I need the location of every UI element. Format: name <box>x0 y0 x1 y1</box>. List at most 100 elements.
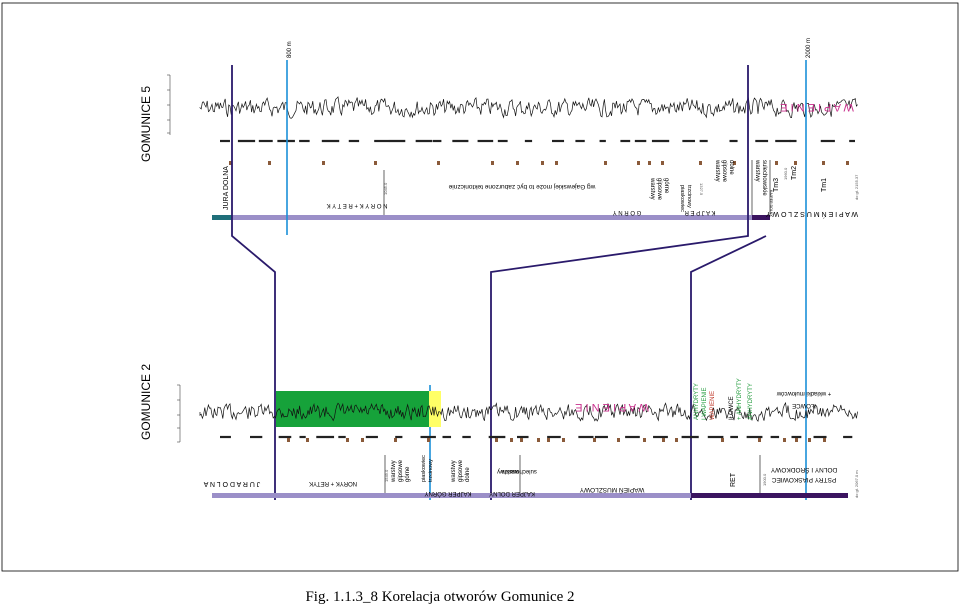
svg-text:warstwy: warstwy <box>391 460 397 483</box>
sample-marker <box>775 161 778 165</box>
sample-marker <box>617 438 620 442</box>
label-jura-dolna-bottom: J U R A D O L N A <box>203 480 260 487</box>
sample-marker <box>604 161 607 165</box>
sample-marker <box>537 438 540 442</box>
sample-marker <box>675 438 678 442</box>
purple-line-3 <box>690 235 767 500</box>
svg-text:trzcinowy: trzcinowy <box>686 185 692 208</box>
label-kajper-gorny-bottom: KAJPER GÓRNY <box>424 490 471 497</box>
svg-text:piaskowiec: piaskowiec <box>421 455 427 482</box>
sample-marker <box>229 161 232 165</box>
depth-label-bottom-2: 1900.0 <box>762 473 767 486</box>
label-ret: RET <box>730 472 737 487</box>
sample-marker <box>794 161 797 165</box>
strat-bar-bottom-purple <box>691 493 848 498</box>
depth-label-bottom-1: 1549.0 <box>384 469 389 482</box>
diagram-frame <box>1 2 959 572</box>
sample-markers-top <box>229 161 849 165</box>
sample-marker <box>510 438 513 442</box>
label-warstwy-sulechowskie-top: warstwy sulechowskie <box>754 159 767 196</box>
sample-marker <box>795 438 798 442</box>
label-warstwy-sulechowskie-bottom: warstwy sulechowskie <box>497 468 537 474</box>
note-tectonic: wg Gajewskiej może to być zaburzone tekt… <box>448 183 596 190</box>
label-warstwy-gipsowe-gorne-top: warstwy gipsowe górne <box>649 177 669 201</box>
svg-text:+ ANHYDRYTY: + ANHYDRYTY <box>737 378 743 420</box>
sample-marker <box>648 161 651 165</box>
sample-marker <box>541 161 544 165</box>
label-tm1: Tm1 <box>821 178 828 192</box>
svg-text:PSTRY PIASKOWIEC: PSTRY PIASKOWIEC <box>771 476 836 483</box>
sample-marker <box>306 438 309 442</box>
svg-text:IŁOWCE: IŁOWCE <box>729 396 735 420</box>
label-tm3: Tm3 <box>773 178 780 192</box>
sample-marker <box>427 438 430 442</box>
svg-text:IŁOWCE: IŁOWCE <box>792 402 816 408</box>
sample-marker <box>322 161 325 165</box>
sample-marker <box>374 161 377 165</box>
svg-text:warstwy: warstwy <box>649 177 655 200</box>
marker-2000: 2000 m <box>806 38 812 58</box>
sample-marker <box>733 161 736 165</box>
sample-marker <box>721 438 724 442</box>
label-ilowce-mulowce: IŁOWCE + wkładki mułowców <box>776 390 831 408</box>
label-wapien-muszlowy-top: W A P I E Ń M U S Z L O W Y <box>766 210 858 219</box>
sample-marker <box>346 438 349 442</box>
sample-marker <box>555 161 558 165</box>
label-kajper-dolny-bottom: KAJPER DOLNY <box>489 490 535 496</box>
blue-line-800-diag <box>287 235 430 385</box>
gamma-log-bottom <box>199 401 858 423</box>
label-piaskowiec-trzcinowy-top: piaskowiec trzcinowy <box>679 185 692 212</box>
sample-marker <box>699 161 702 165</box>
label-kajper-top: K A J P E R <box>684 209 716 215</box>
label-pstry-piaskowiec: PSTRY PIASKOWIEC DOLNY I ŚRODKOWY <box>770 466 837 483</box>
sample-marker <box>808 438 811 442</box>
sample-marker <box>661 161 664 165</box>
sample-marker <box>437 161 440 165</box>
label-wapienie-bottom: W A P I E N I E <box>575 401 649 413</box>
well-gomunice-2: GOMUNICE 2 J U R A D O L N A NORYK + RET… <box>139 364 859 498</box>
svg-text:I WAPIENIE: I WAPIENIE <box>702 388 708 420</box>
well-gomunice-5: GOMUNICE 5 JURA DOLNA N O R Y K + R E T … <box>139 74 859 220</box>
sample-marker <box>637 161 640 165</box>
strat-bar-bottom-lavender <box>212 493 691 498</box>
bottom-depth-top: do gł. 2155.37 <box>854 174 859 200</box>
label-wapienie-top: W A P I E N I E <box>780 101 854 113</box>
label-jura-dolna-top: JURA DOLNA <box>223 166 230 210</box>
sample-marker <box>491 161 494 165</box>
svg-text:gipsowe: gipsowe <box>458 459 464 482</box>
correlation-lines: 800 m 2000 m <box>231 38 812 500</box>
well-name-top: GOMUNICE 5 <box>139 86 153 162</box>
svg-text:warstwy: warstwy <box>714 159 720 182</box>
depth-label-top-1: 1045.0 <box>383 182 388 195</box>
label-noryk-retyk-bottom: NORYK + RETYK <box>309 480 357 486</box>
purple-line-1 <box>231 65 276 500</box>
sample-marker <box>822 161 825 165</box>
sample-markers-bottom <box>287 438 826 442</box>
label-warstwy-gipsowe-dolne-top: warstwy gipsowe dolne <box>714 159 734 183</box>
label-warstwy-gipsowe-dolne-bottom: warstwy gipsowe dolne <box>451 459 471 483</box>
sample-marker <box>662 438 665 442</box>
purple-line-2 <box>490 65 749 500</box>
label-ilowce-anhydryty: IŁOWCE + ANHYDRYTY <box>729 378 743 420</box>
sample-marker <box>547 438 550 442</box>
sample-marker <box>846 161 849 165</box>
strat-bar-top-lavender <box>232 215 752 220</box>
gamma-log-top <box>199 96 858 119</box>
svg-text:+ wkładki mułowców: + wkładki mułowców <box>776 390 831 396</box>
svg-text:dolne: dolne <box>465 467 471 482</box>
label-noryk-retyk-top: N O R Y K + R E T Y K <box>327 202 388 208</box>
label-anhydryty-wapienie: ANHYDRYTY I WAPIENIE WAPIENIE <box>694 383 716 420</box>
svg-text:warstwy: warstwy <box>497 468 520 474</box>
sample-marker <box>643 438 646 442</box>
label-wapien-muszlowy-bottom: WAPIEŃ MUSZLOWY <box>579 486 644 495</box>
depth-label-top-3: 1960.0 <box>783 167 788 180</box>
svg-text:gipsowe: gipsowe <box>398 459 404 482</box>
label-tm2: Tm2 <box>791 166 798 180</box>
label-warstwy-gipsowe-gorne-bottom: warstwy gipsowe górne <box>391 459 411 483</box>
sample-marker <box>520 438 523 442</box>
label-piaskowiec-trzcinowy-bottom: piaskowiec trzcinowy <box>421 455 434 482</box>
svg-text:DOLNY I ŚRODKOWY: DOLNY I ŚRODKOWY <box>770 466 837 475</box>
svg-text:WAPIENIE: WAPIENIE <box>710 391 716 420</box>
svg-text:górne: górne <box>405 466 411 482</box>
